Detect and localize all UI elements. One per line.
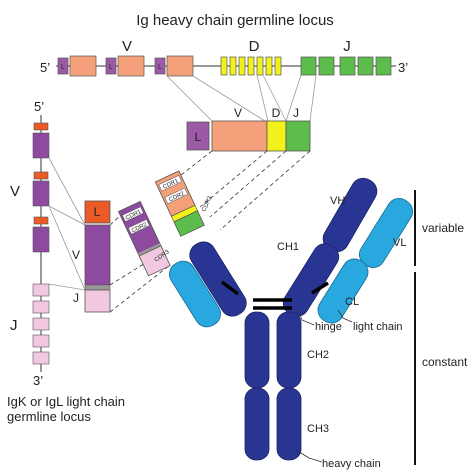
light-locus-j-segment-3	[32, 317, 50, 331]
rearranged-heavy-j-segment	[285, 120, 311, 152]
light-locus-5prime: 5’	[34, 99, 44, 114]
left-cl-domain	[169, 260, 221, 328]
rearranged-light-junction	[84, 284, 111, 291]
label-variable: variable	[422, 221, 464, 235]
rearranged-light-v-label: V	[72, 248, 80, 262]
heavy-locus-j-segment-3	[339, 56, 356, 76]
label-hinge: hinge	[315, 321, 342, 333]
light-chain-leader-line	[337, 309, 353, 323]
heavy-locus-d-segment-1	[220, 56, 228, 76]
heavy-locus-d-label: D	[249, 38, 260, 55]
right-ch2-domain	[276, 311, 302, 389]
left-ch1-domain	[189, 241, 247, 317]
heavy-locus-leader-2	[105, 57, 117, 75]
heavy-locus-d-segment-6	[265, 56, 273, 76]
label-cl: CL	[345, 296, 359, 308]
rearranged-heavy-v-label: V	[234, 106, 242, 120]
light-locus-caption-line2: germline locus	[7, 409, 91, 424]
label-vl: VL	[393, 237, 406, 249]
heavy-locus-5prime: 5’	[40, 60, 50, 75]
heavy-variable-domain-exploded: CDR1 CDR2	[154, 170, 205, 237]
rearranged-heavy-gene: V D J L	[186, 106, 311, 152]
label-ch3: CH3	[307, 423, 329, 435]
light-locus-caption-line1: IgK or IgL light chain	[7, 394, 125, 409]
heavy-locus-leader-1-label: L	[61, 64, 65, 71]
heavy-locus-leader-1	[57, 57, 69, 75]
right-ch3-domain	[276, 387, 302, 461]
heavy-locus-d-segment-5	[256, 56, 264, 76]
heavy-locus-3prime: 3’	[398, 60, 408, 75]
label-heavy-chain: heavy chain	[322, 458, 381, 470]
heavy-cdr3-label: CDR3	[201, 195, 214, 213]
light-germline-locus: 5’ 3’ V J IgK or IgL light chain germlin…	[7, 99, 125, 424]
left-ch2-domain	[244, 311, 270, 389]
heavy-locus-j-segment-4	[357, 56, 374, 76]
heavy-locus-leader-3	[154, 57, 166, 75]
rearranged-heavy-v-segment	[211, 120, 268, 152]
heavy-chain-leader-line	[295, 449, 323, 463]
label-vh: VH	[330, 195, 345, 207]
light-locus-3prime: 3’	[33, 373, 43, 388]
heavy-locus-d-segment-4	[247, 56, 255, 76]
antibody	[169, 177, 414, 461]
heavy-locus-v-segment-3	[166, 55, 194, 77]
heavy-locus-d-segment-3	[238, 56, 246, 76]
heavy-locus-v-segment-1	[69, 55, 97, 77]
light-locus-j-segment-2	[32, 300, 50, 314]
label-ch1: CH1	[277, 241, 299, 253]
rearranged-heavy-j-label: J	[293, 106, 299, 120]
right-disulfide-bond	[311, 281, 329, 295]
light-locus-v-label: V	[10, 183, 20, 200]
heavy-locus-leader-2-label: L	[109, 64, 113, 71]
light-recombination-lines	[48, 157, 86, 291]
left-ch3-domain	[244, 387, 270, 461]
rearranged-light-v-segment	[84, 224, 111, 286]
heavy-locus-v-segment-2	[117, 55, 145, 77]
rearranged-light-j-label: J	[73, 291, 79, 305]
diagram-title: Ig heavy chain germline locus	[136, 12, 334, 29]
left-disulfide-bond	[220, 280, 240, 296]
light-locus-j-label: J	[10, 317, 18, 334]
rearranged-light-leader	[84, 200, 111, 224]
label-constant: constant	[422, 355, 468, 369]
heavy-locus-d-segment-2	[229, 56, 237, 76]
light-locus-leader-1	[33, 122, 49, 131]
rearranged-light-gene: L V J	[72, 200, 111, 313]
heavy-locus-v-label: V	[122, 38, 132, 55]
light-locus-v-segment-1	[32, 132, 50, 159]
rearranged-heavy-d-segment	[266, 120, 287, 152]
heavy-locus-j-label: J	[343, 38, 351, 55]
hinge-leader-line	[297, 308, 315, 326]
heavy-locus-j-segment-5	[375, 56, 392, 76]
light-locus-v-segment-2	[32, 180, 50, 207]
heavy-gene-dashed-connectors	[167, 150, 311, 231]
rearranged-heavy-d-label: D	[272, 106, 281, 120]
rearranged-light-j-segment	[84, 289, 111, 313]
heavy-locus-j-segment-1	[300, 56, 317, 76]
light-locus-j-segment-5	[32, 351, 50, 365]
heavy-locus-d-segment-7	[274, 56, 282, 76]
label-light-chain: light chain	[353, 321, 403, 333]
light-locus-j-segment-1	[32, 283, 50, 297]
label-ch2: CH2	[307, 349, 329, 361]
light-variable-domain-exploded: CDR1 CDR2	[117, 200, 171, 277]
right-cl-domain	[317, 258, 369, 324]
light-locus-leader-2	[33, 171, 49, 180]
rearranged-heavy-leader-label: L	[195, 130, 202, 144]
rearranged-light-leader-label: L	[94, 205, 101, 219]
heavy-locus-j-segment-2	[318, 56, 335, 76]
light-locus-leader-3	[33, 216, 49, 225]
heavy-locus-leader-3-label: L	[158, 64, 162, 71]
heavy-recombination-lines	[166, 74, 317, 122]
light-locus-j-segment-4	[32, 334, 50, 348]
light-locus-v-segment-3	[32, 226, 50, 253]
heavy-germline-locus: 5’ 3’ V D J L L L	[40, 38, 408, 77]
rearranged-heavy-leader	[186, 121, 210, 151]
